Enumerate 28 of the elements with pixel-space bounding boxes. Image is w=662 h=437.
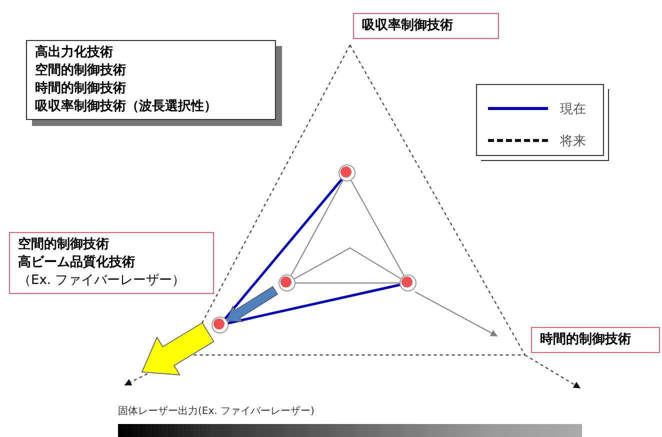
text-box	[531, 327, 660, 353]
connector-line	[350, 180, 405, 276]
box-text: 高ビーム品質化技術	[18, 254, 136, 272]
box-text: 空間的制御技術	[18, 236, 110, 254]
connector-line	[294, 282, 400, 284]
box-text: 時間的制御技術	[35, 80, 127, 98]
arrow	[414, 291, 498, 336]
block-arrow	[141, 322, 214, 376]
connector-line	[294, 247, 402, 280]
text-box	[353, 13, 499, 39]
box-text: 時間的制御技術	[540, 331, 632, 349]
box-text: 空間的制御技術	[35, 62, 127, 80]
point-marker	[400, 274, 416, 292]
connector-line	[224, 178, 343, 320]
box-text: 高出力化技術	[35, 44, 114, 62]
axis-caption: 固体レーザー出力(Ex. ファイバーレーザー)	[118, 404, 314, 418]
box-text: 吸収率制御技術	[362, 17, 454, 35]
connector-line	[228, 284, 400, 324]
point-marker	[338, 164, 356, 182]
legend-label: 将来	[560, 133, 586, 150]
point-marker	[278, 274, 296, 292]
block-arrow	[226, 286, 278, 322]
legend-label: 現在	[560, 101, 586, 118]
box-text: 吸収率制御技術（波長選択性）	[35, 98, 218, 116]
text-box	[9, 232, 214, 294]
box-text: （Ex. ファイバーレーザー）	[18, 272, 186, 290]
connector-line	[290, 180, 344, 276]
point-marker	[212, 316, 228, 334]
